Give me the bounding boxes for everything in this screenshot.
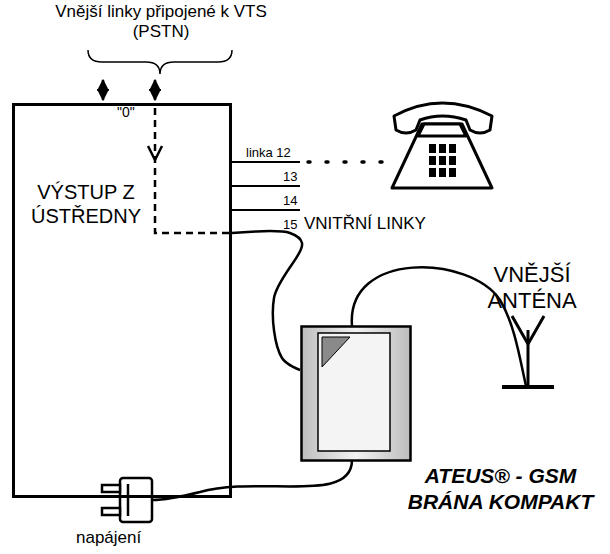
extension-line — [232, 161, 300, 163]
brace — [88, 50, 232, 74]
trunk-digit: "0" — [117, 104, 135, 121]
pbx-title: VÝSTUP Z ÚSTŘEDNY — [21, 180, 151, 228]
gateway-housing — [302, 327, 411, 461]
antenna-symbol — [502, 316, 554, 387]
key — [439, 144, 446, 153]
extension-line — [232, 185, 300, 187]
gateway-front — [318, 333, 390, 451]
key — [429, 156, 436, 165]
external-line-arrow — [102, 80, 105, 100]
phone-link — [308, 160, 382, 164]
power-label: napájení — [76, 528, 141, 548]
power-cable — [152, 460, 352, 500]
lines-note: Vnější linky připojené k VTS (PSTN) — [45, 2, 277, 43]
gateway-body — [300, 325, 412, 462]
gateway-logo — [322, 337, 350, 367]
lines-note: VNITŘNÍ LINKY — [304, 214, 426, 234]
line-15-cable — [232, 231, 302, 370]
line-number: 15 — [283, 217, 297, 233]
key — [429, 144, 436, 153]
extension-line — [232, 209, 300, 211]
route-arrowhead — [148, 146, 162, 160]
internal-route — [155, 108, 232, 233]
key — [449, 144, 456, 153]
keypad — [429, 144, 456, 177]
key — [439, 168, 446, 177]
pbx-box: VÝSTUP Z ÚSTŘEDNY — [12, 103, 232, 498]
key — [439, 156, 446, 165]
key — [429, 168, 436, 177]
gsm-gateway: ATEUS® - GSM BRÁNA KOMPAKT — [300, 325, 605, 520]
telephone-icon — [392, 103, 492, 188]
line-number: 14 — [283, 193, 297, 209]
line-number: 13 — [283, 169, 297, 185]
key — [449, 156, 456, 165]
power-plug — [102, 478, 152, 522]
key — [449, 168, 456, 177]
device-name: ATEUS® - GSM BRÁNA KOMPAKT — [398, 463, 603, 515]
external-line-arrow — [154, 80, 157, 100]
line-number: linka 12 — [246, 145, 291, 161]
antenna-label: VNĚJŠÍ ANTÉNA — [462, 262, 602, 315]
